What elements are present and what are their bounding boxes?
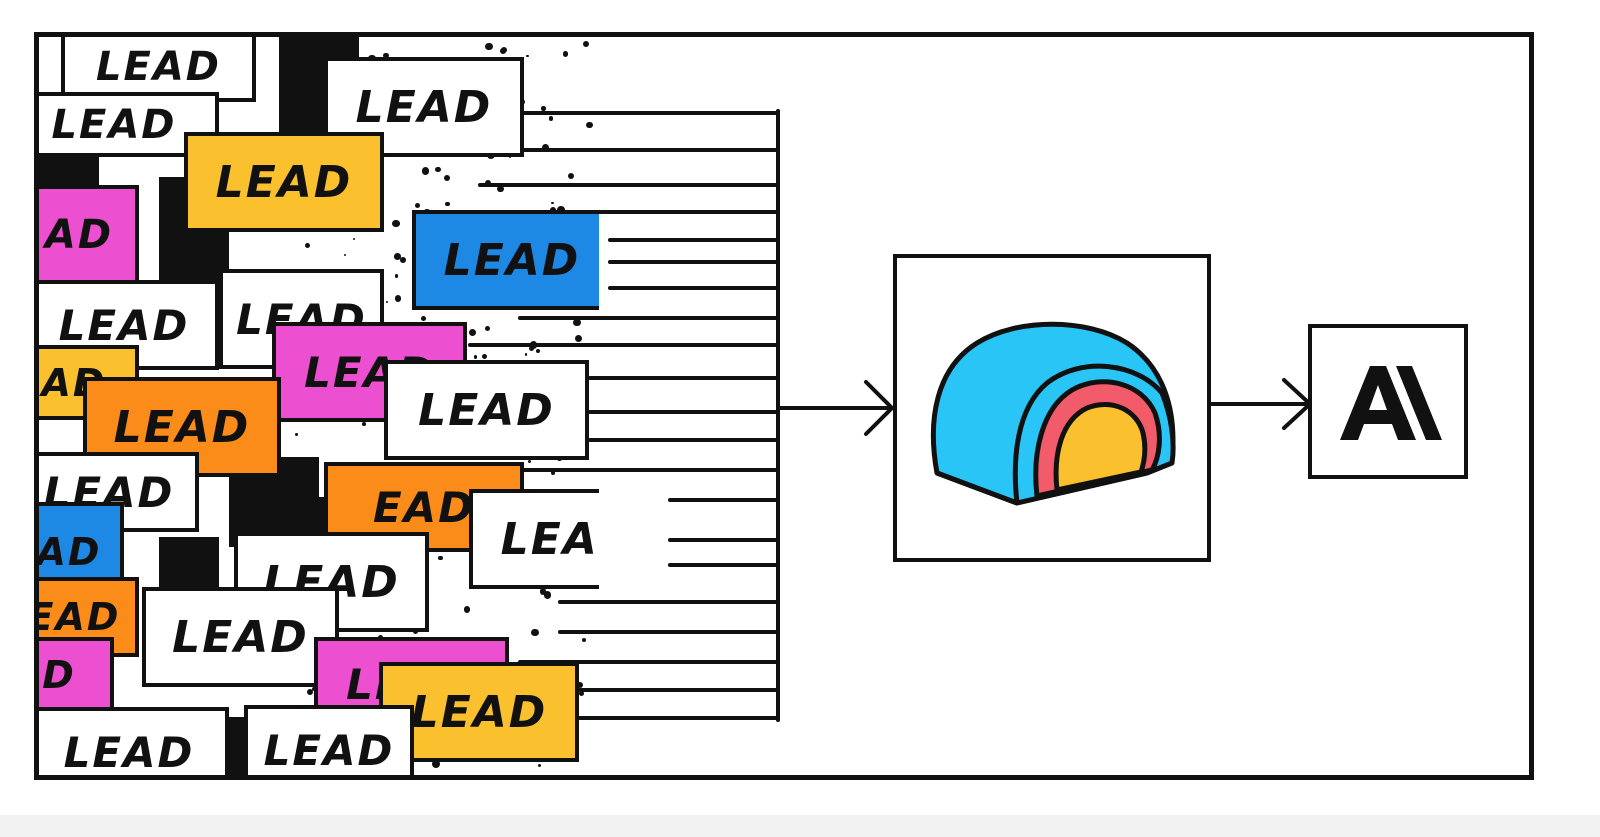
texture-speck bbox=[524, 353, 527, 356]
arrow-head bbox=[864, 380, 895, 436]
lead-tile: LEAD bbox=[142, 587, 339, 687]
texture-speck bbox=[463, 605, 471, 613]
texture-speck bbox=[421, 167, 430, 176]
texture-speck bbox=[543, 591, 552, 600]
texture-speck bbox=[579, 690, 584, 696]
lead-tile: LEAD bbox=[184, 132, 384, 232]
texture-speck bbox=[473, 355, 478, 359]
texture-speck bbox=[352, 237, 355, 240]
texture-speck bbox=[435, 167, 441, 173]
texture-speck bbox=[563, 51, 569, 57]
texture-speck bbox=[549, 206, 556, 213]
texture-speck bbox=[394, 295, 402, 302]
texture-speck bbox=[527, 459, 531, 463]
texture-speck bbox=[400, 257, 406, 264]
texture-speck bbox=[541, 106, 546, 111]
texture-speck bbox=[481, 353, 487, 360]
texture-speck bbox=[485, 180, 492, 187]
texture-speck bbox=[343, 254, 346, 257]
texture-speck bbox=[575, 334, 583, 342]
texture-speck bbox=[577, 682, 584, 689]
texture-speck bbox=[500, 47, 507, 54]
bottom-strip bbox=[0, 815, 1600, 837]
lead-tile: D bbox=[39, 637, 114, 712]
texture-speck bbox=[295, 433, 298, 436]
texture-speck bbox=[567, 173, 574, 180]
texture-speck bbox=[484, 325, 491, 332]
texture-speck bbox=[541, 144, 549, 152]
lead-tile: LEAD bbox=[384, 360, 589, 460]
outer-frame bbox=[34, 32, 1534, 780]
texture-speck bbox=[361, 422, 366, 427]
logo-box bbox=[1308, 324, 1468, 479]
texture-speck bbox=[438, 555, 443, 561]
texture-speck bbox=[392, 219, 400, 228]
texture-speck bbox=[551, 201, 554, 205]
anthropic-logo-icon bbox=[1340, 366, 1442, 440]
texture-speck bbox=[586, 121, 594, 129]
texture-speck bbox=[304, 243, 310, 249]
lead-tile: LEAD bbox=[244, 705, 414, 775]
texture-speck bbox=[432, 759, 441, 768]
texture-speck bbox=[386, 300, 389, 303]
texture-speck bbox=[573, 319, 581, 327]
texture-speck bbox=[383, 52, 389, 59]
texture-speck bbox=[526, 55, 529, 58]
texture-speck bbox=[548, 116, 554, 121]
texture-speck bbox=[496, 185, 504, 193]
lead-tile: LEAD bbox=[39, 707, 229, 775]
texture-speck bbox=[394, 253, 401, 260]
texture-speck bbox=[421, 316, 427, 321]
texture-speck bbox=[444, 175, 451, 181]
shadow-block bbox=[269, 497, 329, 537]
process-box bbox=[893, 254, 1211, 562]
texture-speck bbox=[306, 689, 313, 696]
texture-speck bbox=[529, 341, 538, 349]
rainbow-tunnel-icon bbox=[930, 321, 1176, 506]
lead-tile: LEAD bbox=[412, 210, 599, 310]
texture-speck bbox=[539, 588, 547, 595]
texture-speck bbox=[528, 346, 534, 352]
texture-speck bbox=[531, 628, 539, 636]
texture-speck bbox=[485, 42, 493, 50]
texture-speck bbox=[536, 348, 541, 353]
texture-speck bbox=[537, 763, 542, 768]
texture-speck bbox=[557, 206, 565, 214]
texture-speck bbox=[468, 328, 477, 337]
texture-speck bbox=[397, 221, 400, 225]
texture-speck bbox=[582, 638, 587, 643]
texture-speck bbox=[414, 202, 420, 208]
lead-tile: AD bbox=[39, 185, 139, 285]
texture-speck bbox=[582, 40, 589, 48]
lead-tile: LEAD bbox=[469, 489, 599, 589]
texture-speck bbox=[445, 201, 450, 207]
texture-speck bbox=[394, 273, 399, 278]
texture-speck bbox=[550, 470, 556, 476]
